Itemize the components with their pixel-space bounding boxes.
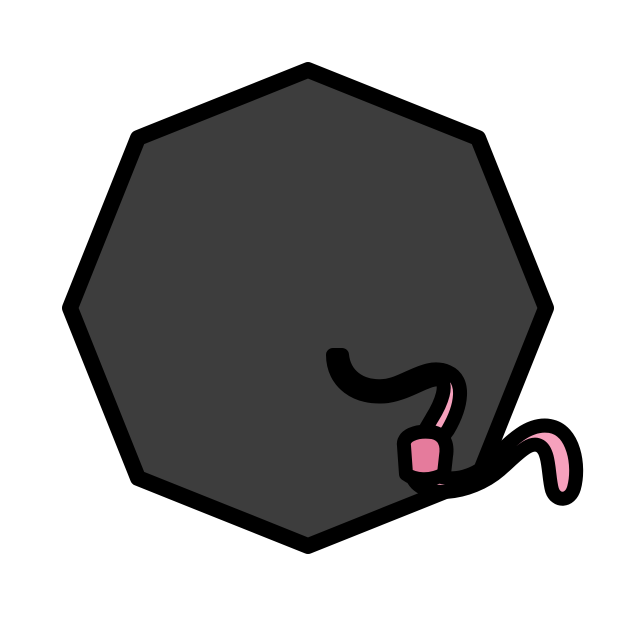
worm-tail-segment (405, 418, 584, 506)
worm-band-line (401, 469, 449, 485)
